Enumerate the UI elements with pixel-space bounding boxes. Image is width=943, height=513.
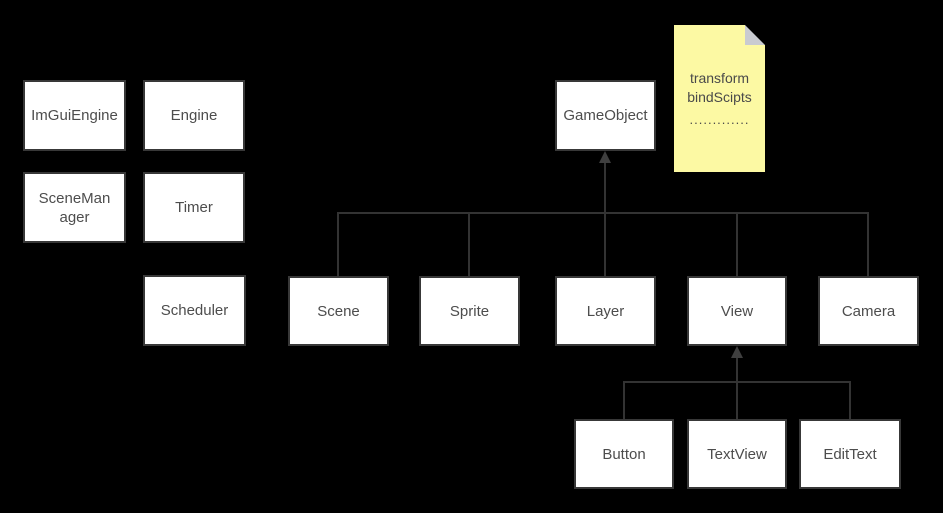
class-box-label: Button <box>602 445 646 463</box>
edge-camera-branch[interactable] <box>867 213 869 276</box>
sticky-note[interactable]: transform bindScipts ............. <box>674 25 765 172</box>
note-line-dots: ............. <box>689 111 750 127</box>
note-line: bindScipts <box>687 88 752 105</box>
edge-edittext-branch[interactable] <box>849 382 851 419</box>
class-box-label: EditText <box>823 445 877 463</box>
class-box-label: ImGuiEngine <box>31 107 118 124</box>
class-box-textview[interactable]: TextView <box>687 419 787 489</box>
edge-scene-branch[interactable] <box>337 213 339 276</box>
class-box-timer[interactable]: Timer <box>143 172 245 243</box>
note-line: transform <box>689 69 750 86</box>
class-box-gameobject[interactable]: GameObject <box>555 80 656 151</box>
edge-textview-to-view[interactable] <box>736 356 738 419</box>
class-box-view[interactable]: View <box>687 276 787 346</box>
class-box-label: Engine <box>170 107 218 124</box>
class-box-label: View <box>720 302 754 320</box>
class-box-label: Layer <box>586 302 625 320</box>
note-text: transform bindScipts ............. <box>687 69 752 129</box>
edge-button-branch[interactable] <box>623 382 625 419</box>
class-box-label: GameObject <box>563 107 648 124</box>
class-box-label: Timer <box>175 199 213 216</box>
class-box-imguiengine[interactable]: ImGuiEngine <box>23 80 126 151</box>
class-box-scene[interactable]: Scene <box>288 276 389 346</box>
class-box-label: Scene <box>317 302 360 320</box>
class-box-label: Camera <box>841 302 896 320</box>
class-box-scheduler[interactable]: Scheduler <box>143 275 246 346</box>
edge-sprite-branch[interactable] <box>468 213 470 276</box>
class-box-engine[interactable]: Engine <box>143 80 245 151</box>
class-box-edittext[interactable]: EditText <box>799 419 901 489</box>
class-box-camera[interactable]: Camera <box>818 276 919 346</box>
class-box-sprite[interactable]: Sprite <box>419 276 520 346</box>
note-fold-corner-icon <box>745 25 765 45</box>
class-box-label: Scheduler <box>160 302 229 319</box>
class-box-label: TextView <box>707 445 767 463</box>
edge-gameobject-children-bus[interactable] <box>337 212 869 214</box>
class-box-button[interactable]: Button <box>574 419 674 489</box>
class-box-scenemanager[interactable]: SceneManager <box>23 172 126 243</box>
class-box-layer[interactable]: Layer <box>555 276 656 346</box>
edge-layer-to-gameobject[interactable] <box>604 161 606 276</box>
arrowhead-to-view-icon <box>731 346 743 358</box>
arrowhead-to-gameobject-icon <box>599 151 611 163</box>
class-box-label: SceneManager <box>38 189 111 226</box>
edge-view-branch[interactable] <box>736 213 738 276</box>
class-box-label: Sprite <box>449 302 490 320</box>
